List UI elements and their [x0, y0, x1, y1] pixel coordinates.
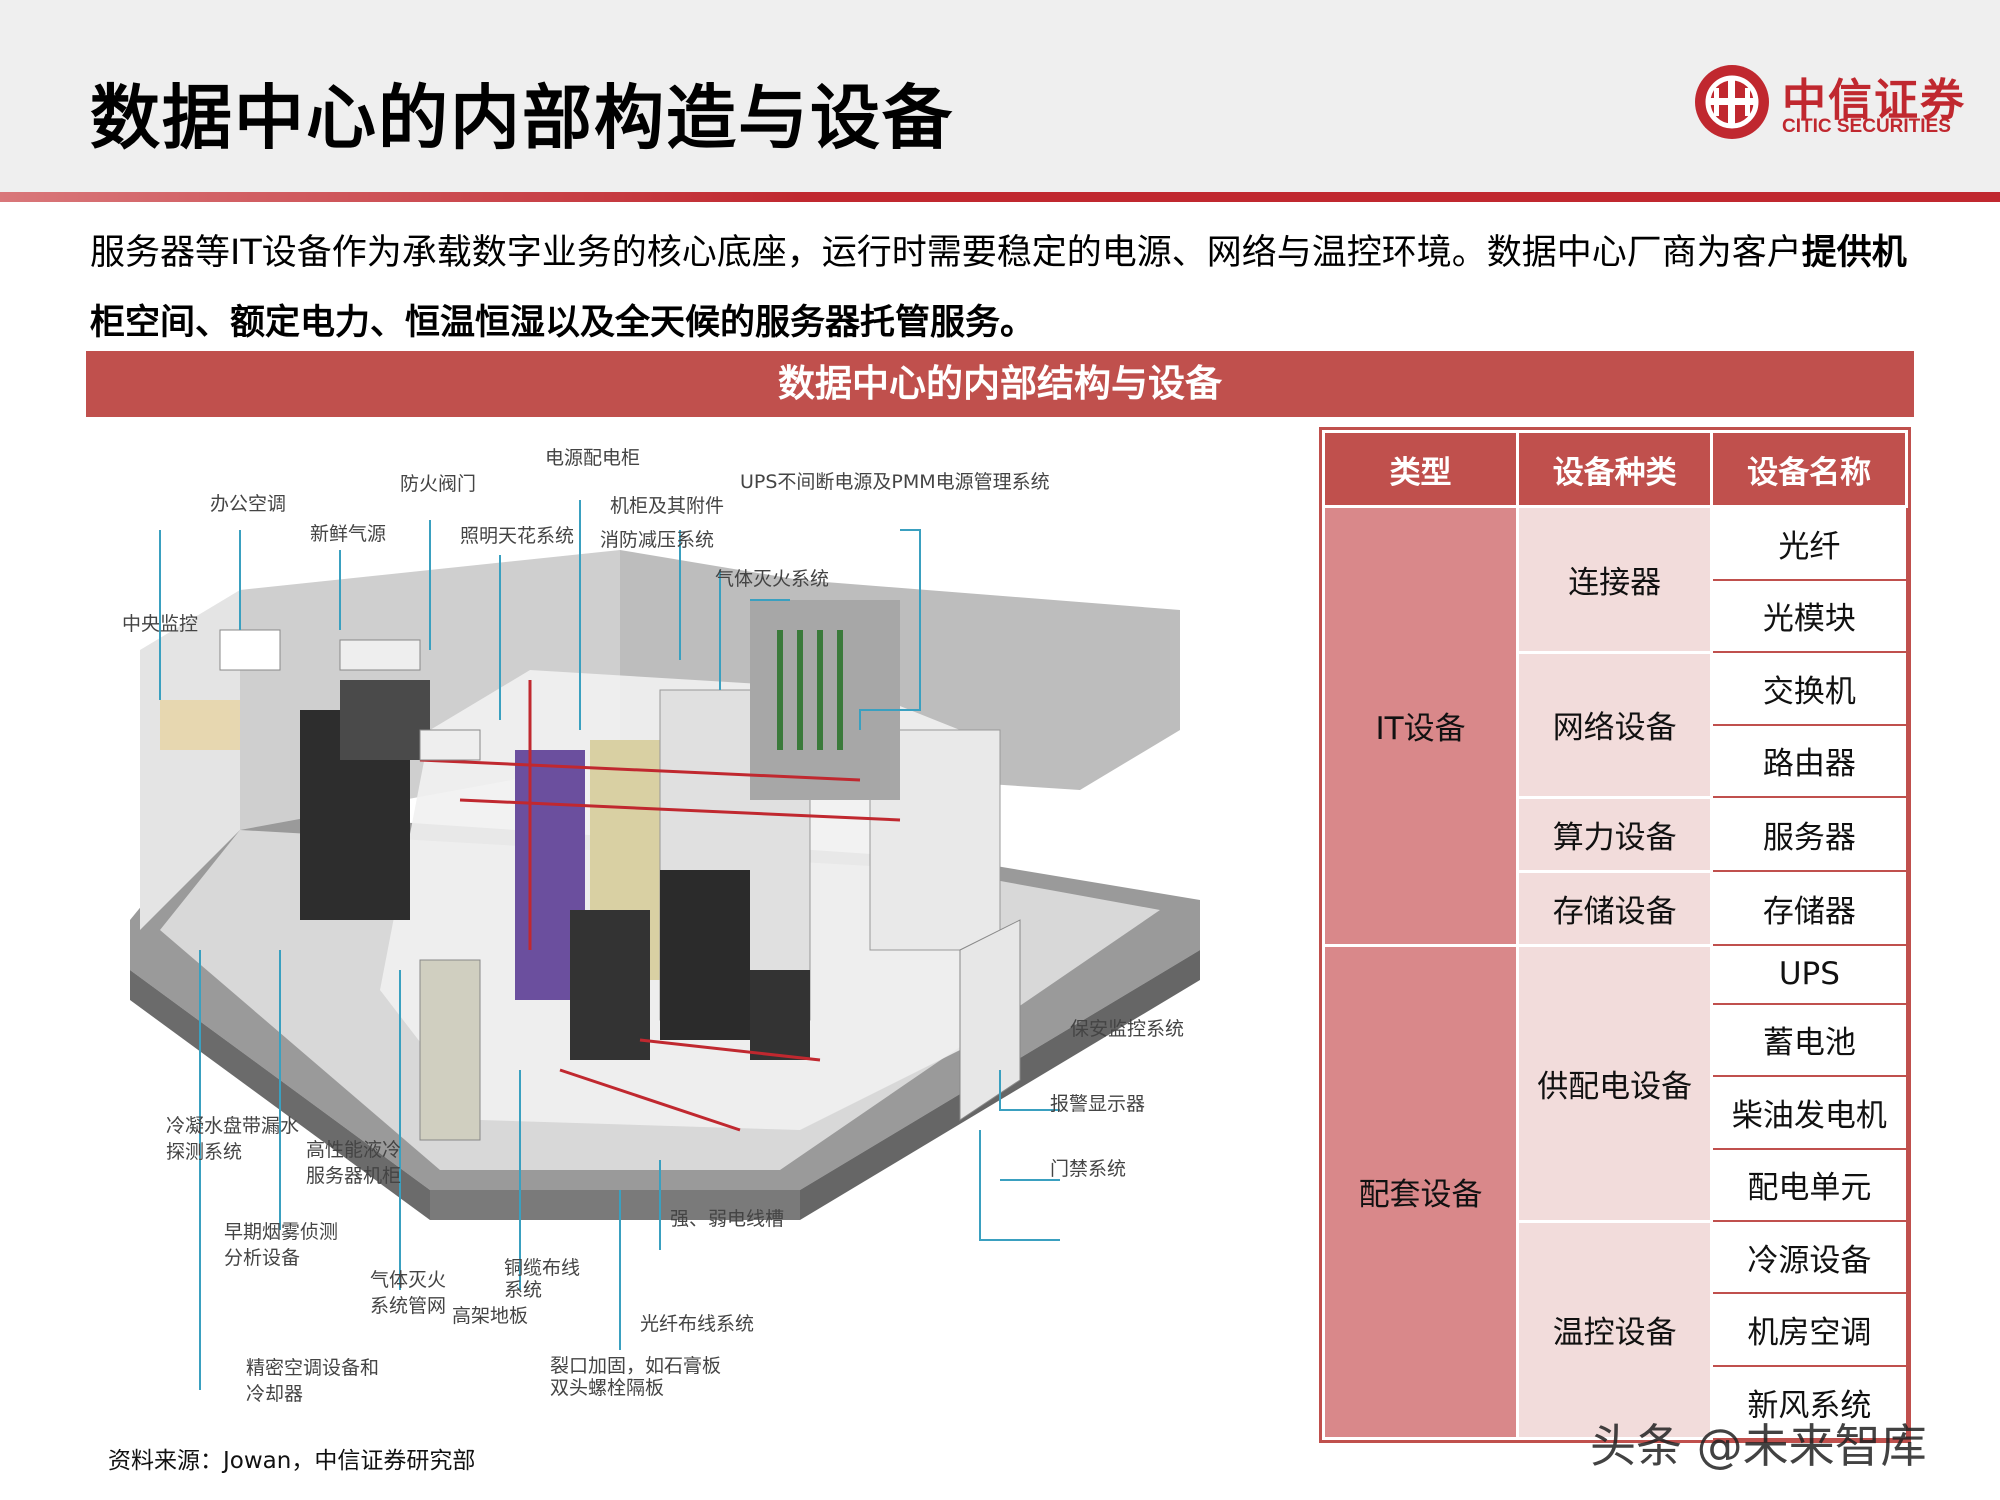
intro-paragraph: 服务器等IT设备作为承载数字业务的核心底座，运行时需要稳定的电源、网络与温控环境…	[90, 218, 1920, 358]
header-type: 类型	[1321, 430, 1520, 508]
equipment-table: 类型 设备种类 设备名称 IT设备 连接器 光纤 光模块 网络设备 交换机 路由…	[1319, 427, 1911, 1443]
table-row: 配电单元	[1324, 1147, 1908, 1223]
power-cabinet	[419, 959, 481, 1141]
logo-text-en: CITIC SECURITIES	[1782, 116, 1951, 137]
table-row: 存储设备 存储器	[1324, 869, 1908, 947]
item-cell: 柴油发电机	[1710, 1075, 1908, 1150]
label-liquid-cabinet-1: 高性能液冷	[306, 1139, 401, 1161]
table-header-row: 类型 设备种类 设备名称	[1321, 430, 1908, 508]
gas-cylinder-room	[750, 600, 900, 800]
item-cell: 新风系统	[1710, 1364, 1908, 1440]
table-row: 光模块	[1324, 578, 1908, 654]
label-fire-decompress: 消防减压系统	[600, 529, 714, 551]
rack-dark-2	[660, 870, 750, 1040]
label-copper-2: 系统	[504, 1279, 542, 1301]
item-cell: 机房空调	[1710, 1292, 1908, 1367]
category-cell: 连接器	[1516, 505, 1714, 654]
table-row: 网络设备 交换机	[1324, 650, 1908, 799]
label-fire-valve: 防火阀门	[400, 473, 476, 495]
item-cell: UPS	[1710, 944, 1908, 1005]
label-leak-detect-2: 探测系统	[166, 1141, 242, 1163]
label-cable-tray: 强、弱电线槽	[670, 1208, 784, 1230]
label-leak-detect-1: 冷凝水盘带漏水	[166, 1115, 299, 1137]
watermark: 头条 @未来智库	[1590, 1419, 1927, 1473]
label-fiber: 光纤布线系统	[640, 1313, 754, 1335]
source-note: 资料来源：Jowan，中信证券研究部	[108, 1448, 476, 1474]
label-security-monitor: 保安监控系统	[1070, 1018, 1184, 1040]
item-cell: 光纤	[1710, 505, 1908, 581]
page-title: 数据中心的内部构造与设备	[90, 77, 954, 159]
item-cell: 蓄电池	[1710, 1002, 1908, 1078]
table-row: 柴油发电机	[1324, 1075, 1908, 1150]
type-cell-it: IT设备	[1321, 505, 1520, 947]
label-crack-2: 双头螺栓隔板	[550, 1377, 664, 1399]
item-cell: 存储器	[1710, 870, 1908, 947]
label-alarm-display: 报警显示器	[1050, 1093, 1145, 1115]
label-smoke-2: 分析设备	[224, 1247, 300, 1269]
section-banner: 数据中心的内部结构与设备	[86, 351, 1914, 417]
label-raised-floor: 高架地板	[452, 1305, 528, 1327]
category-cell: 算力设备	[1516, 795, 1714, 873]
type-cell-support: 配套设备	[1321, 943, 1520, 1441]
table-row: 蓄电池	[1324, 1002, 1908, 1078]
item-cell: 路由器	[1710, 723, 1908, 799]
label-crack-1: 裂口加固，如石膏板	[550, 1354, 721, 1377]
category-cell: 温控设备	[1516, 1219, 1714, 1441]
label-liquid-cabinet-2: 服务器机柜	[306, 1165, 401, 1187]
table-row: 机房空调	[1324, 1292, 1908, 1367]
category-cell: 存储设备	[1516, 869, 1714, 947]
category-cell: 网络设备	[1516, 650, 1714, 799]
label-power-cabinet: 电源配电柜	[545, 447, 640, 469]
citic-logo: 中信证券 CITIC SECURITIES	[1692, 60, 1964, 150]
category-cell: 供配电设备	[1516, 943, 1714, 1223]
item-cell: 服务器	[1710, 796, 1908, 873]
item-cell: 光模块	[1710, 578, 1908, 654]
door	[959, 919, 1021, 1121]
citic-logo-icon	[1695, 65, 1769, 139]
label-central-monitor: 中央监控	[122, 613, 198, 635]
intro-bold-text: 提供机柜空间、额定电力、恒温恒湿以及全天候的服务器托管服务。	[90, 233, 1907, 343]
label-precision-ac-1: 精密空调设备和	[246, 1357, 379, 1379]
label-gas-fire: 气体灭火系统	[715, 568, 829, 590]
table-row: 算力设备 服务器	[1324, 795, 1908, 873]
item-cell: 冷源设备	[1710, 1220, 1908, 1295]
header-category: 设备种类	[1516, 430, 1714, 508]
table-row: 温控设备 冷源设备	[1324, 1219, 1908, 1441]
datacenter-diagram: 办公空调 新鲜气源 防火阀门 照明天花系统 电源配电柜 机柜及其附件 消防减压系…	[122, 447, 1200, 1405]
item-cell: 交换机	[1710, 651, 1908, 726]
label-copper-1: 铜缆布线	[504, 1257, 580, 1279]
rack-dark-3	[570, 910, 650, 1060]
label-lighting: 照明天花系统	[460, 525, 574, 547]
header-name: 设备名称	[1710, 430, 1908, 508]
header-bar	[0, 0, 2000, 192]
intro-plain-text: 服务器等IT设备作为承载数字业务的核心底座，运行时需要稳定的电源、网络与温控环境…	[90, 233, 1802, 273]
wall-left	[140, 590, 240, 930]
label-gas-pipe-1: 气体灭火	[370, 1269, 446, 1291]
label-rack: 机柜及其附件	[610, 495, 724, 517]
item-cell: 配电单元	[1710, 1147, 1908, 1223]
label-smoke-1: 早期烟雾侦测	[224, 1221, 338, 1243]
label-access-control: 门禁系统	[1050, 1158, 1126, 1180]
logo-text-cn: 中信证券	[1782, 75, 1966, 126]
table-row: 新风系统	[1324, 1364, 1908, 1440]
table-row: 路由器	[1324, 723, 1908, 799]
label-office-ac: 办公空调	[210, 493, 286, 515]
header-divider	[0, 192, 2000, 202]
table-row: 配套设备 供配电设备 UPS	[1321, 943, 1908, 1441]
label-gas-pipe-2: 系统管网	[370, 1295, 446, 1317]
table-row: IT设备 连接器 光纤	[1321, 505, 1908, 947]
label-ups: UPS不间断电源及PMM电源管理系统	[740, 471, 1050, 493]
label-precision-ac-2: 冷却器	[246, 1383, 303, 1405]
label-fresh-air: 新鲜气源	[310, 523, 386, 545]
